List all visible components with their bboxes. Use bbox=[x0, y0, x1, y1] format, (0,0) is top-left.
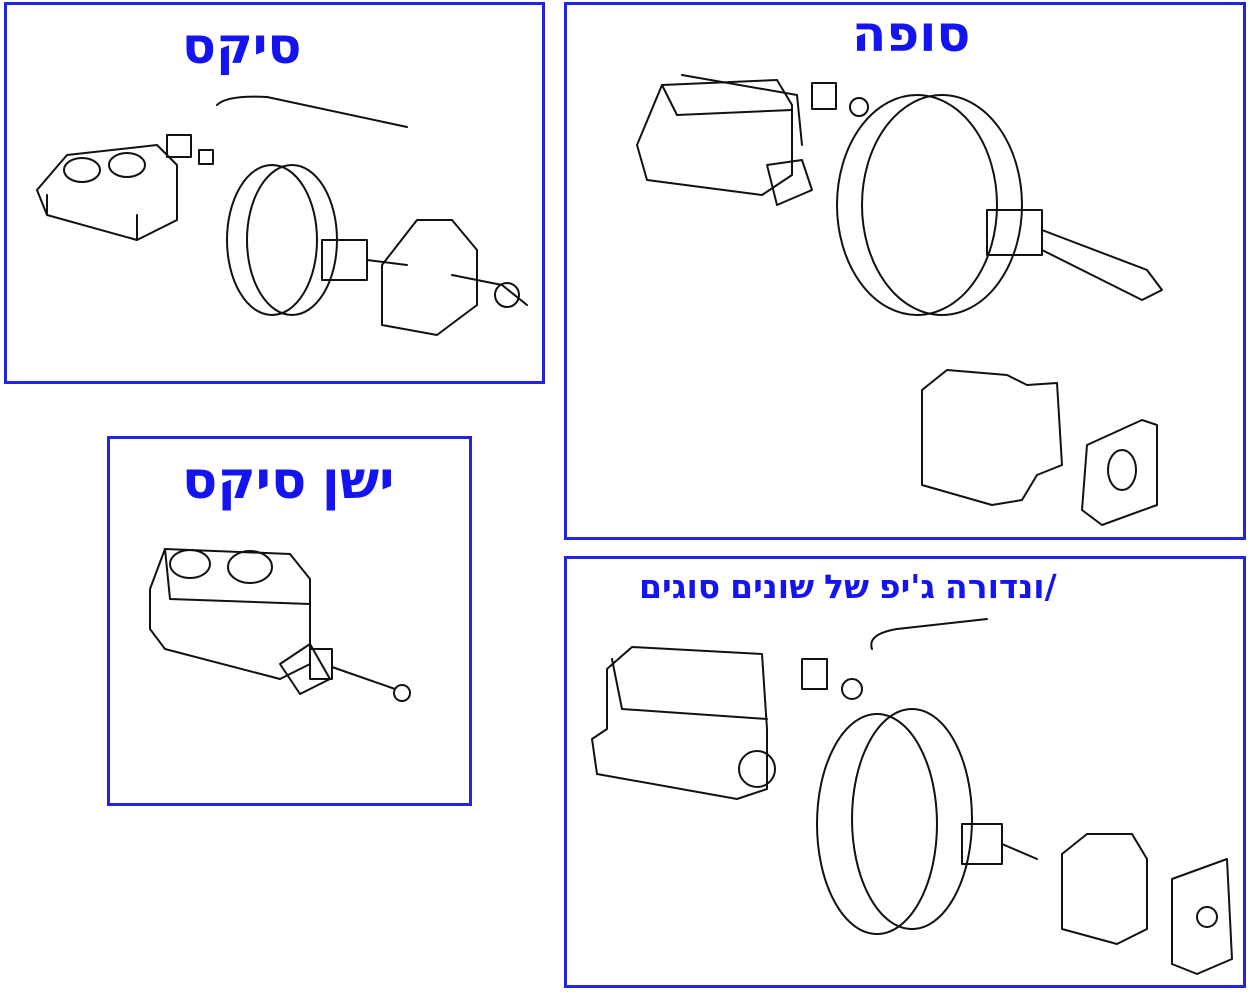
title-word: סיקס bbox=[182, 17, 302, 75]
title-word: ג'יפ bbox=[878, 567, 936, 606]
brake-booster-diagram bbox=[636, 74, 1163, 526]
title-word: שונים bbox=[730, 567, 815, 606]
panel-title: סופה bbox=[852, 5, 970, 63]
master-cylinder-diagram bbox=[149, 548, 411, 702]
title-word: /ונדורה bbox=[945, 567, 1057, 606]
title-word: סיקס bbox=[182, 451, 307, 511]
panel-title: סוגים שונים של ג'יפ /ונדורה bbox=[639, 567, 1057, 606]
title-word: של bbox=[823, 567, 869, 606]
panel-sufa: סופה bbox=[564, 2, 1246, 540]
title-word: סוגים bbox=[639, 567, 721, 606]
panel-title: סיקס bbox=[182, 17, 302, 75]
brake-booster-diagram bbox=[36, 95, 528, 336]
panel-six: סיקס bbox=[4, 2, 545, 384]
title-word: סופה bbox=[852, 5, 971, 63]
panel-jeep: סוגים שונים של ג'יפ /ונדורה bbox=[564, 556, 1246, 988]
brake-booster-diagram bbox=[591, 618, 1233, 975]
panel-six-old: סיקס ישן bbox=[107, 436, 472, 806]
panel-title: סיקס ישן bbox=[182, 451, 394, 511]
title-word: ישן bbox=[321, 451, 395, 511]
